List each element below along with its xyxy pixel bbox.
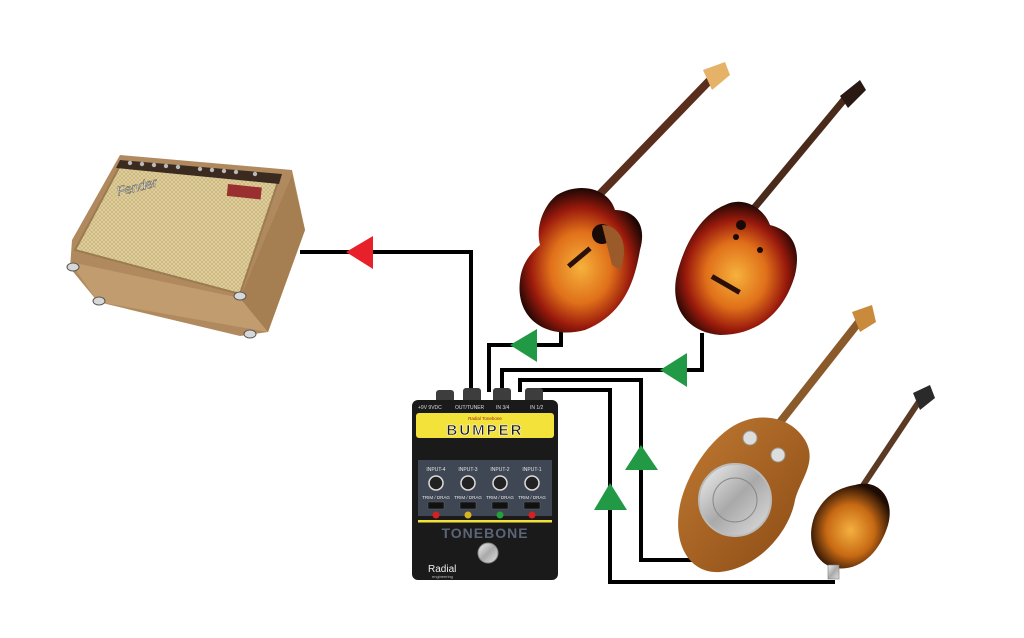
- wire-out-to-amp: [300, 250, 473, 392]
- mandolin: [811, 385, 935, 580]
- channel-label: INPUT-1: [522, 467, 541, 473]
- status-led: [464, 511, 472, 519]
- pedal-maker: Radial: [428, 564, 456, 575]
- acoustic-guitar: [519, 62, 730, 333]
- input-arrow-icon: [660, 353, 687, 387]
- wire-guitar2: [500, 333, 704, 392]
- switch-label: TRIM / DRAG: [486, 495, 514, 500]
- resonator-guitar: [678, 305, 876, 573]
- trim-drag-switch[interactable]: [523, 501, 541, 510]
- switch-label: TRIM / DRAG: [518, 495, 546, 500]
- amplifier: Fender: [66, 155, 305, 339]
- wire-resonator: [518, 378, 712, 562]
- switch-label: TRIM / DRAG: [422, 495, 450, 500]
- pedal-series: TONEBONE: [441, 525, 528, 541]
- trim-drag-switch[interactable]: [491, 501, 509, 510]
- channel-label: INPUT-2: [490, 467, 509, 473]
- jack-label-in-1-2: IN 1/2: [530, 405, 544, 411]
- status-led: [432, 511, 440, 519]
- channel-label: INPUT-3: [458, 467, 477, 473]
- input-arrow-icon: [594, 483, 627, 510]
- trim-knob[interactable]: [492, 475, 508, 491]
- arrows: [346, 236, 687, 510]
- footswitch[interactable]: [477, 542, 499, 564]
- trim-knob[interactable]: [524, 475, 540, 491]
- pedal-brand-top: Radial Tonebone: [468, 416, 502, 421]
- switch-label: TRIM / DRAG: [454, 495, 482, 500]
- jack-label-out-tuner: OUT/TUNER: [455, 405, 485, 411]
- pedal-maker-sub: engineering: [432, 574, 453, 579]
- status-led: [528, 511, 536, 519]
- trim-drag-switch[interactable]: [427, 501, 445, 510]
- channel-label: INPUT-4: [426, 467, 445, 473]
- twelve-string-guitar: [675, 80, 866, 335]
- jack-label-in-3-4: IN 3/4: [496, 405, 510, 411]
- trim-drag-switch[interactable]: [459, 501, 477, 510]
- channel-strips: INPUT-4 TRIM / DRAG INPUT-3 TRIM / DRAG …: [422, 467, 546, 519]
- pedal-name: BUMPER: [446, 422, 523, 439]
- bumper-pedal: +9V 9VDC OUT/TUNER IN 3/4 IN 1/2 Radial …: [412, 388, 558, 580]
- trim-knob[interactable]: [460, 475, 476, 491]
- output-arrow-icon: [346, 236, 373, 269]
- input-arrow-icon: [625, 445, 658, 470]
- input-arrow-icon: [510, 329, 537, 362]
- jack-label-power: +9V 9VDC: [418, 405, 442, 411]
- status-led: [496, 511, 504, 519]
- trim-knob[interactable]: [428, 475, 444, 491]
